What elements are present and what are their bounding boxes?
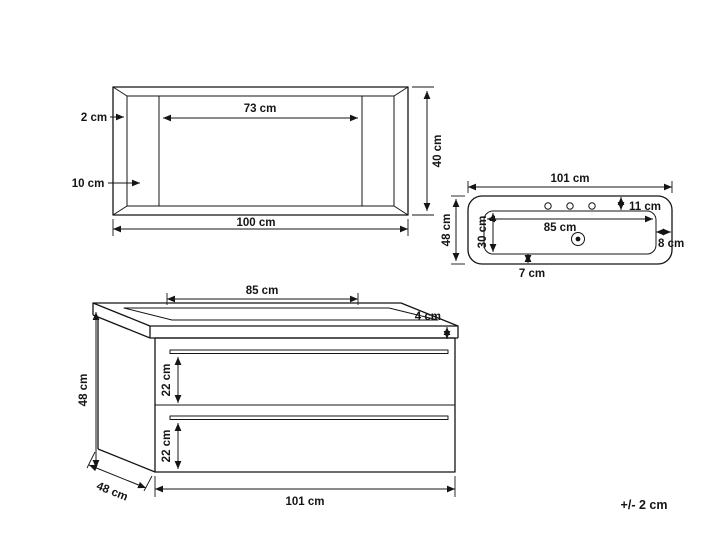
upper-drawer-handle [169, 349, 449, 354]
sink-outer-edge [467, 195, 673, 265]
dim-mirror-height: 40 cm [412, 86, 444, 216]
dim-sink-total-width: 101 cm [467, 173, 673, 193]
dim-vanity-basin-width: 85 cm [166, 285, 359, 305]
dim-sink-total-depth: 48 cm [441, 195, 465, 265]
drain-hole-icon [571, 232, 585, 246]
dim-lower-drawer-height: 22 cm [161, 423, 182, 469]
dim-vanity-total-width: 101 cm [154, 476, 456, 508]
dimension-label: 11 cm [629, 201, 661, 213]
vanity-countertop [92, 302, 459, 327]
extension-line [86, 451, 96, 469]
dim-mirror-total-width: 100 cm [112, 217, 409, 236]
dimension-label: 22 cm [161, 430, 173, 463]
tolerance-note: +/- 2 cm [621, 498, 668, 512]
mirror-corner-joint [393, 205, 409, 216]
mirror-corner-joint [393, 86, 409, 97]
mirror-outer-frame [112, 86, 409, 216]
dim-sink-bottom-edge: 7 cm [519, 254, 545, 280]
dim-mirror-side-panel: 10 cm [72, 178, 140, 190]
dim-sink-faucet-inset: 11 cm [617, 197, 661, 213]
lower-drawer-handle [169, 415, 449, 420]
dimension-label: 101 cm [550, 173, 589, 185]
dimension-label: 30 cm [477, 216, 489, 249]
mirror-corner-joint [112, 86, 128, 97]
dimension-label: 48 cm [441, 214, 453, 247]
dim-upper-drawer-height: 22 cm [161, 357, 182, 403]
extension-line [143, 475, 153, 492]
dimension-label: 100 cm [236, 217, 275, 229]
faucet-hole-icon [566, 202, 574, 210]
dimension-label: 2 cm [81, 112, 107, 124]
dim-sink-basin-width: 85 cm [487, 215, 653, 234]
dimension-label: 48 cm [78, 374, 90, 407]
dim-mirror-frame-thickness: 2 cm [81, 112, 124, 124]
dim-vanity-countertop-thickness: 4 cm [415, 311, 451, 339]
dimension-label: 73 cm [244, 103, 277, 115]
dimension-label: 85 cm [544, 222, 577, 234]
vanity-basin-rim [123, 307, 439, 321]
mirror-inner-frame [126, 95, 395, 207]
dimension-label: 22 cm [161, 364, 173, 397]
dimension-label: 101 cm [285, 496, 324, 508]
countertop-side-bottom-edge [92, 314, 151, 339]
faucet-hole-icon [588, 202, 596, 210]
dim-sink-right-edge: 8 cm [656, 228, 684, 250]
dimension-label: 4 cm [415, 311, 441, 323]
mirror-corner-joint [112, 205, 128, 216]
drain-hole-center-icon [575, 236, 581, 242]
dimension-label: 8 cm [658, 238, 684, 250]
dim-vanity-height: 48 cm [78, 312, 100, 468]
dimension-label: 85 cm [246, 285, 279, 297]
sink-top-view: 101 cm 85 cm 11 cm 8 cm 48 cm 30 cm 7 cm [441, 173, 684, 280]
dim-sink-basin-depth: 30 cm [477, 213, 497, 252]
dimension-label: 7 cm [519, 268, 545, 280]
dimension-line [88, 464, 147, 489]
dimension-label: 40 cm [432, 135, 444, 168]
faucet-hole-icon [544, 202, 552, 210]
vanity-cabinet-view: 85 cm 4 cm 48 cm 22 cm 22 cm 101 cm [78, 285, 459, 508]
dimension-label: 10 cm [72, 178, 105, 190]
mirror-front-view: 73 cm 2 cm 10 cm 100 cm 40 cm [72, 86, 444, 236]
dim-mirror-inner-width: 73 cm [163, 103, 358, 122]
